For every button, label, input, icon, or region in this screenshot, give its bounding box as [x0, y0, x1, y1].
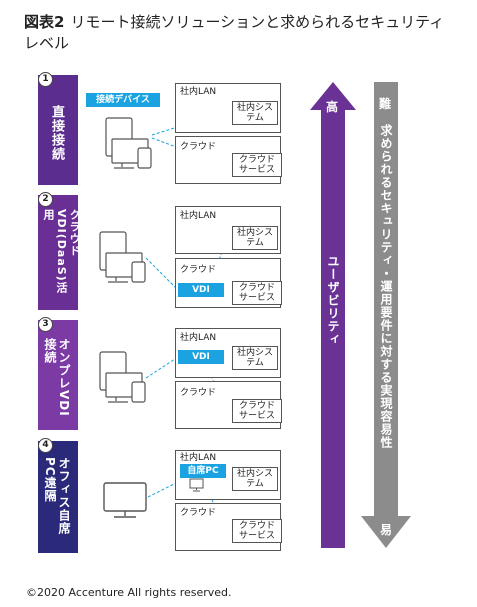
security-arrow	[361, 82, 411, 548]
row3-onprem-label: 社内LAN	[180, 333, 217, 343]
security-label: 求められるセキュリティ・運用要件に対する実現容易性	[379, 124, 393, 449]
row2-cloud-label: クラウド	[180, 265, 217, 275]
row1-label-bg	[38, 75, 78, 185]
usability-low-label: 低	[326, 526, 339, 540]
row1-label: 1 直接接続	[38, 72, 78, 185]
row2-number: 2	[38, 192, 53, 207]
usability-high-label: 高	[326, 100, 339, 114]
row3-cloud-service: クラウドサービス	[232, 399, 282, 423]
usability-arrow	[310, 82, 356, 548]
row3-vdi: VDI	[178, 350, 224, 364]
own-pc-icon	[189, 478, 204, 492]
row4-number: 4	[38, 438, 53, 453]
figure-number: 図表2	[24, 13, 65, 31]
row4-title: オフィス自席PC遠隔	[43, 457, 71, 535]
row1-number: 1	[38, 72, 53, 87]
usability-label: ユーザビリティ	[326, 255, 340, 346]
row2-onprem-label: 社内LAN	[180, 211, 217, 221]
row4-internal-system: 社内システム	[232, 467, 278, 491]
row4-onprem-label: 社内LAN	[180, 453, 217, 463]
row1-devices	[105, 117, 152, 169]
row3-cloud-label: クラウド	[180, 388, 217, 398]
row3-label: 3 オンプレVDI接続	[38, 317, 78, 430]
figure-title-text: リモート接続ソリューションと求められるセキュリティレベル	[24, 13, 445, 52]
row4-device	[103, 482, 147, 518]
row2-label-bg	[38, 195, 78, 310]
security-top-label: 難	[379, 97, 392, 111]
row3-internal-system: 社内システム	[232, 346, 278, 370]
row2-vdi: VDI	[178, 283, 224, 297]
copyright: ©2020 Accenture All rights reserved.	[26, 586, 232, 599]
row2-label: 2 クラウドVDI(DaaS)活用	[38, 192, 81, 310]
row2-title: クラウドVDI(DaaS)活用	[42, 209, 81, 294]
row1-internal-system: 社内システム	[232, 101, 278, 125]
row3-title: オンプレVDI接続	[43, 338, 71, 417]
row1-cloud-label: クラウド	[180, 142, 217, 152]
row1-cloud-service: クラウドサービス	[232, 153, 282, 177]
row4-cloud-service: クラウドサービス	[232, 519, 282, 543]
row2-devices	[99, 231, 146, 283]
row2-cloud-service: クラウドサービス	[232, 281, 282, 305]
device-badge: 接続デバイス	[86, 93, 160, 107]
security-bottom-label: 易	[380, 523, 393, 537]
row4-label-bg	[38, 441, 78, 553]
row4-label: 4 オフィス自席PC遠隔	[38, 438, 78, 553]
row3-label-bg	[38, 320, 78, 430]
row3-number: 3	[38, 317, 53, 332]
row4-own-pc: 自席PC	[180, 464, 226, 478]
row2-internal-system: 社内システム	[232, 226, 278, 250]
row1-onprem-label: 社内LAN	[180, 87, 217, 97]
row1-title: 直接接続	[49, 105, 64, 161]
row4-cloud-label: クラウド	[180, 508, 217, 518]
row3-devices	[99, 351, 146, 403]
